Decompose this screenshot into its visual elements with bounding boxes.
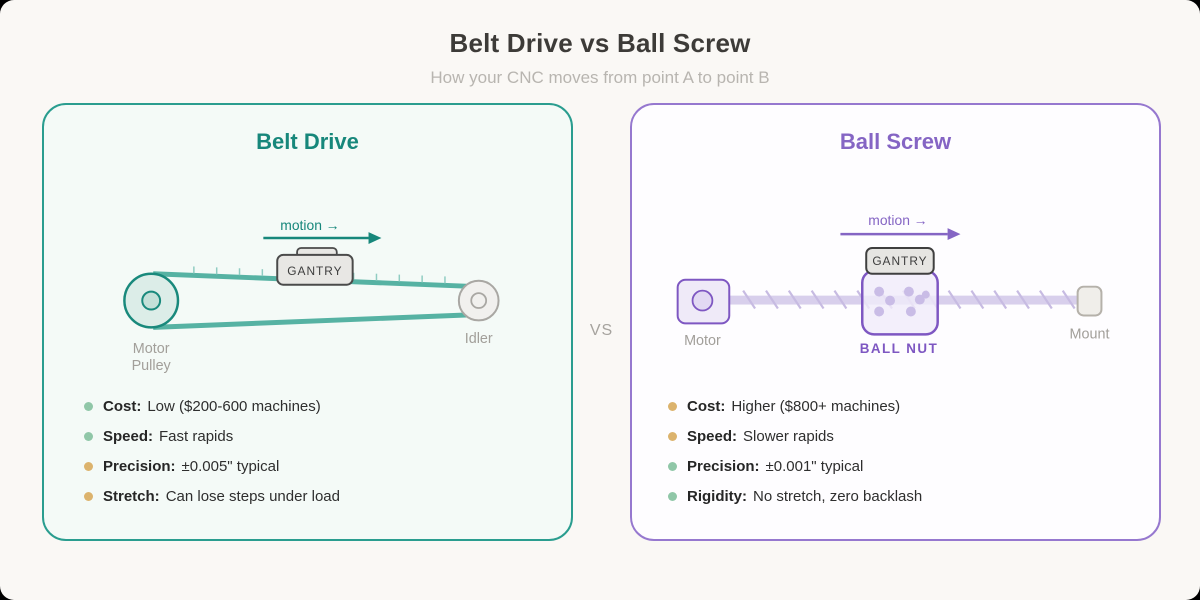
belt-motion-label: motion →	[280, 217, 339, 233]
feature-text: Slower rapids	[743, 427, 834, 445]
feature-item: Precision: ±0.005" typical	[84, 451, 340, 481]
feature-text: ±0.005" typical	[181, 457, 280, 475]
ball-nut-label: BALL NUT	[860, 341, 939, 356]
ballscrew-panel-title: Ball Screw	[839, 129, 952, 154]
feature-dot	[668, 461, 677, 471]
ball-screw-panel: Ball Screw motion →	[630, 103, 1161, 541]
feature-label: Cost:	[687, 397, 726, 415]
feature-dot	[84, 491, 93, 501]
belt-gantry-box: GANTRY	[276, 247, 354, 286]
screw-gantry-box: GANTRY	[865, 246, 935, 275]
screw-motor-label: Motor	[684, 333, 721, 349]
screw-motor	[676, 278, 731, 325]
page-subtitle: How your CNC moves from point A to point…	[430, 68, 770, 87]
feature-item: Stretch: Can lose steps under load	[84, 481, 340, 511]
feature-dot	[668, 431, 677, 441]
feature-dot	[668, 401, 677, 411]
screw-motor-hub	[691, 289, 714, 312]
screw-gantry-label: GANTRY	[872, 254, 927, 268]
feature-label: Speed:	[687, 427, 738, 445]
feature-dot	[84, 461, 93, 471]
motor-pulley-label-line2: Pulley	[132, 358, 172, 374]
feature-label: Cost:	[103, 397, 142, 415]
feature-item: Speed: Fast rapids	[84, 421, 340, 451]
idler-hub	[470, 292, 488, 309]
feature-item: Speed: Slower rapids	[668, 421, 922, 451]
end-mount	[1076, 285, 1103, 317]
feature-label: Precision:	[687, 457, 760, 475]
feature-dot	[84, 401, 93, 411]
feature-dot	[84, 431, 93, 441]
belt-drive-diagram: motion → GANTRY	[123, 217, 500, 374]
header: Belt Drive vs Ball Screw How your CNC mo…	[0, 28, 1200, 88]
feature-item: Precision: ±0.001" typical	[668, 451, 922, 481]
belt-panel-title: Belt Drive	[256, 129, 359, 154]
page-title: Belt Drive vs Ball Screw	[449, 28, 751, 58]
feature-label: Rigidity:	[687, 487, 747, 505]
ballscrew-features-list: Cost: Higher ($800+ machines) Speed: Slo…	[668, 391, 922, 511]
feature-label: Speed:	[103, 427, 154, 445]
idler-label: Idler	[465, 331, 493, 347]
motor-pulley	[123, 272, 180, 329]
feature-dot	[668, 491, 677, 501]
feature-label: Precision:	[103, 457, 176, 475]
feature-text: No stretch, zero backlash	[753, 487, 923, 505]
belt-motion-arrow	[263, 232, 382, 245]
ball-bearings	[874, 286, 930, 317]
belt-bottom-span	[153, 311, 479, 330]
feature-text: Higher ($800+ machines)	[731, 397, 901, 415]
ball-screw-diagram: motion →	[676, 212, 1110, 356]
belt-drive-panel: Belt Drive motion →	[42, 103, 573, 541]
feature-label: Stretch:	[103, 487, 160, 505]
motor-pulley-label-line1: Motor	[133, 341, 170, 357]
vs-label: VS	[589, 322, 614, 339]
belt-gantry-label: GANTRY	[287, 264, 342, 278]
feature-text: ±0.001" typical	[765, 457, 864, 475]
screw-motion-arrow	[840, 228, 961, 241]
mount-label: Mount	[1070, 326, 1110, 342]
ball-nut	[861, 269, 939, 336]
feature-text: Fast rapids	[159, 427, 234, 445]
feature-text: Low ($200-600 machines)	[147, 397, 321, 415]
feature-item: Cost: Higher ($800+ machines)	[668, 391, 922, 421]
feature-text: Can lose steps under load	[165, 487, 340, 505]
feature-item: Rigidity: No stretch, zero backlash	[668, 481, 922, 511]
screw-motion-label: motion →	[868, 212, 927, 228]
idler-pulley	[457, 279, 500, 322]
belt-features-list: Cost: Low ($200-600 machines) Speed: Fas…	[84, 391, 340, 511]
motor-pulley-hub	[141, 290, 162, 311]
feature-item: Cost: Low ($200-600 machines)	[84, 391, 340, 421]
